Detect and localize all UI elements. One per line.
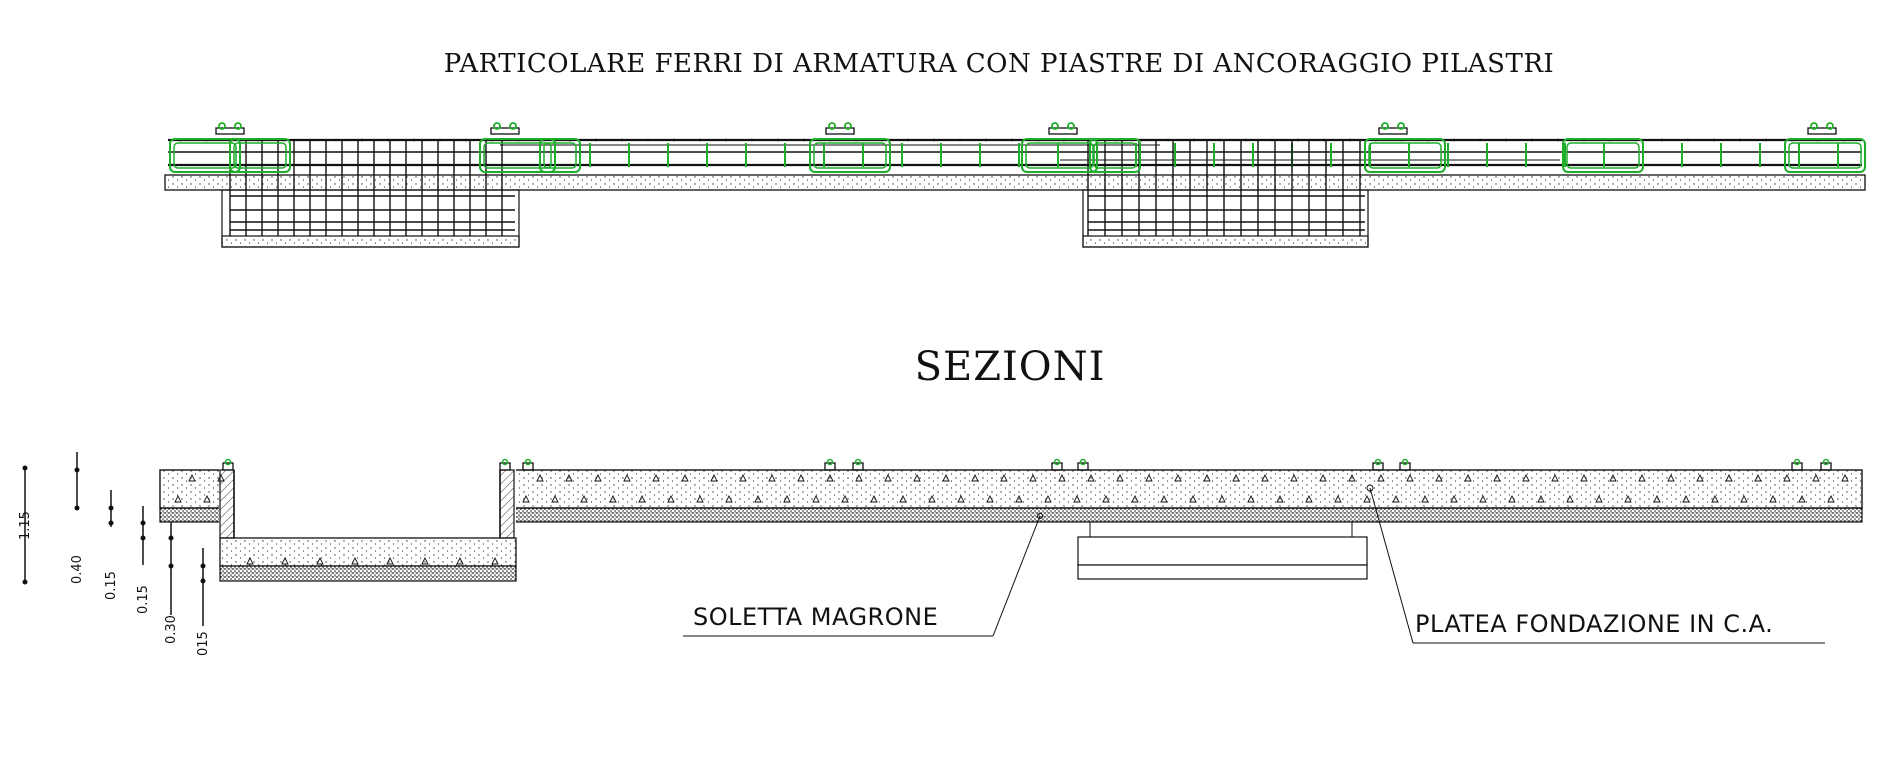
left-pit-cage xyxy=(221,140,520,248)
dimension-label: 0.15 xyxy=(136,585,151,614)
anchor-cage xyxy=(539,138,581,173)
callout-lean-slab: SOLETTA MAGRONE xyxy=(683,513,1043,637)
dimension-0-15-a: 0.15 xyxy=(104,490,119,600)
anchor-plate xyxy=(824,462,836,471)
anchor-plate xyxy=(1820,462,1832,471)
dimension-label: 0.15 xyxy=(104,571,119,600)
anchor-cage xyxy=(1784,138,1866,173)
slab-markers xyxy=(174,473,1849,565)
anchor-plate xyxy=(522,462,534,471)
anchor-plate xyxy=(1051,462,1063,471)
anchor-cage xyxy=(1089,138,1141,173)
anchor-plate xyxy=(852,462,864,471)
anchor-cage xyxy=(1562,138,1644,173)
anchor-plate-cages xyxy=(169,122,1866,173)
anchor-plate xyxy=(499,462,511,471)
anchor-plate xyxy=(1372,462,1384,471)
dimension-0-30: 0.30 xyxy=(164,522,179,644)
dimension-015: 015 xyxy=(196,548,211,656)
left-pit-section xyxy=(219,466,517,582)
stirrups xyxy=(178,138,1846,167)
anchor-cage xyxy=(1021,138,1098,173)
anchor-plate xyxy=(1399,462,1411,471)
lean-concrete-layer xyxy=(159,507,1863,523)
anchor-plate xyxy=(1077,462,1089,471)
callout-lean-slab-text: SOLETTA MAGRONE xyxy=(693,603,938,631)
dimension-label: 0.40 xyxy=(70,555,85,584)
right-pit-cage xyxy=(1082,140,1369,248)
anchor-plate xyxy=(222,462,234,471)
dimension-label: 015 xyxy=(196,631,211,656)
anchor-cage xyxy=(1364,138,1446,173)
anchor-cage xyxy=(809,138,891,173)
callout-raft-text: PLATEA FONDAZIONE IN C.A. xyxy=(1415,610,1773,638)
dimension-label: 1.15 xyxy=(18,511,33,540)
section-anchor-plates xyxy=(222,458,1832,471)
dimension-0-40: 0.40 xyxy=(70,452,85,584)
section-title: SEZIONI xyxy=(915,344,1106,390)
anchor-cage xyxy=(479,138,556,173)
dimension-chains: 1.15 0.40 0.15 0.15 0.30 015 xyxy=(18,452,211,656)
right-pit-section xyxy=(1077,522,1368,580)
anchor-plate xyxy=(1791,462,1803,471)
drawing-title: PARTICOLARE FERRI DI ARMATURA CON PIASTR… xyxy=(444,49,1554,79)
callout-raft: PLATEA FONDAZIONE IN C.A. xyxy=(1366,484,1825,644)
rebar-detail xyxy=(164,122,1866,248)
foundation-section xyxy=(159,458,1863,582)
anchor-cage xyxy=(169,138,241,173)
base-slab-strip xyxy=(164,174,1866,191)
dimension-label: 0.30 xyxy=(164,615,179,644)
dimension-0-15-b: 0.15 xyxy=(136,506,151,614)
anchor-cage xyxy=(229,138,291,173)
dimension-1-15: 1.15 xyxy=(18,465,33,585)
